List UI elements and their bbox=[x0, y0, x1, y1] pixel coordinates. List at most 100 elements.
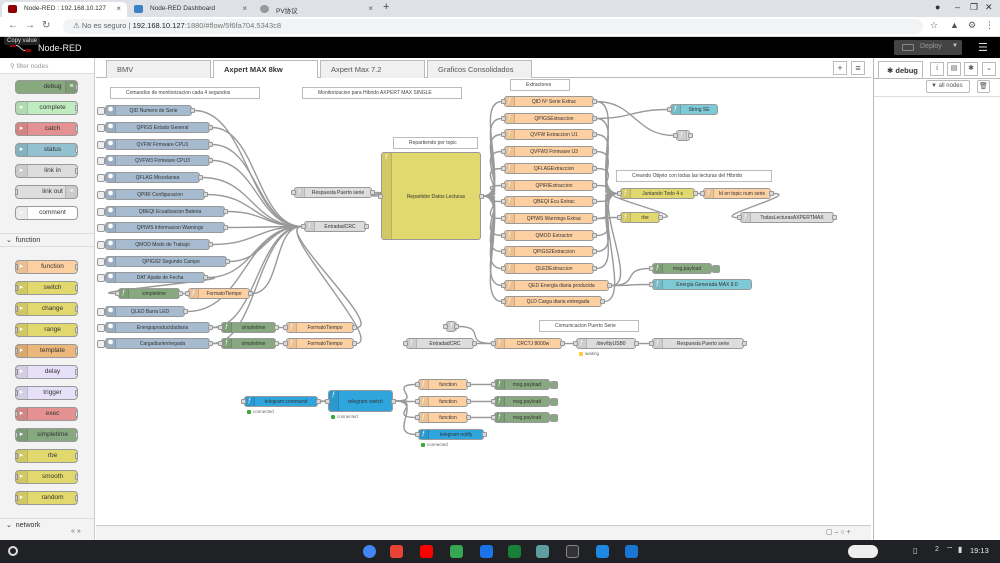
palette-node-catch[interactable]: ▸catch bbox=[15, 122, 78, 136]
wire[interactable] bbox=[482, 195, 503, 303]
palette-node-smooth[interactable]: ▸smooth bbox=[15, 470, 78, 484]
caret-down-icon[interactable]: ▼ bbox=[952, 43, 958, 49]
back-icon[interactable]: ← bbox=[8, 20, 18, 31]
kebab-menu-icon[interactable]: ⋮ bbox=[985, 20, 994, 30]
wire[interactable] bbox=[595, 100, 619, 195]
inject-button[interactable] bbox=[97, 174, 105, 182]
launcher-icon[interactable] bbox=[8, 546, 18, 556]
flow-node-qid-numero-de-serie[interactable]: ⬢QID Numero de Serie bbox=[97, 105, 195, 116]
wire[interactable] bbox=[603, 192, 619, 303]
flow-comment[interactable]: Creando Objeto con todas las lecturas de… bbox=[616, 170, 772, 182]
tab-axpert-max-72[interactable]: Axpert Max 7.2 bbox=[320, 60, 425, 78]
tab-debug[interactable]: ✱ debug bbox=[878, 61, 923, 78]
tab-graficos-consolidados[interactable]: Graficos Consolidados bbox=[427, 60, 532, 78]
wire[interactable] bbox=[296, 225, 362, 329]
inject-button[interactable] bbox=[97, 124, 105, 132]
forward-icon[interactable]: → bbox=[25, 20, 35, 31]
minimize-icon[interactable]: – bbox=[955, 2, 961, 12]
browser-tab-pv[interactable]: PV协议 × bbox=[254, 2, 379, 17]
inject-button[interactable] bbox=[97, 274, 105, 282]
palette-node-debug[interactable]: ≡debug bbox=[15, 80, 78, 94]
flow-node-qpigs-estado-general[interactable]: ⬢QPIGS Estado General bbox=[97, 122, 213, 133]
debug-filter-button[interactable]: ▼ all nodes bbox=[926, 80, 970, 93]
inject-button[interactable] bbox=[97, 241, 105, 249]
extension-icon[interactable]: ⚙ bbox=[968, 20, 977, 30]
star-icon[interactable]: ☆ bbox=[930, 20, 939, 30]
flow-node-qvfw3-firmware-cpu3[interactable]: ⬢QVFW3 Firmware CPU3 bbox=[97, 155, 213, 166]
trash-icon[interactable]: 🗑 bbox=[977, 80, 990, 93]
reload-icon[interactable]: ↻ bbox=[42, 20, 51, 31]
flow-node-qled-barra-led[interactable]: ⬢QLED Barra LED bbox=[97, 306, 188, 317]
palette-filter-input[interactable]: ⚲ filter nodes bbox=[0, 58, 94, 74]
wire[interactable] bbox=[201, 176, 303, 228]
inject-button[interactable] bbox=[97, 258, 105, 266]
tab-axpert-max-8kw[interactable]: Axpert MAX 8kw bbox=[213, 60, 318, 79]
debug-toggle-button[interactable] bbox=[550, 381, 558, 389]
wire[interactable] bbox=[482, 195, 503, 287]
close-icon[interactable]: × bbox=[368, 4, 373, 13]
record-icon[interactable]: ● bbox=[935, 2, 941, 12]
palette-node-exec[interactable]: ▸exec bbox=[15, 407, 78, 421]
wire[interactable] bbox=[595, 184, 619, 195]
wire[interactable] bbox=[482, 100, 503, 197]
flow-comment[interactable]: Comandos de monitorizacion cada 4 segund… bbox=[110, 87, 260, 99]
palette-node-function[interactable]: ▸function bbox=[15, 260, 78, 274]
restore-icon[interactable]: ❐ bbox=[970, 2, 979, 12]
flow-node-qbeqi-ecualizacion-bateria[interactable]: ⬢QBEQI Ecualizacion Bateria bbox=[97, 206, 228, 217]
terminal-icon[interactable] bbox=[566, 545, 579, 558]
wire[interactable] bbox=[251, 225, 303, 295]
palette-node-change[interactable]: ▸change bbox=[15, 302, 78, 316]
palette-node-comment[interactable]: ▸comment bbox=[15, 206, 78, 220]
list-flows-icon[interactable]: ≡ bbox=[851, 61, 865, 75]
flow-node-qpiri-configuracion[interactable]: ⬢QPIRI Configuracion bbox=[97, 189, 208, 200]
flow-node-qflag-miscelanea[interactable]: ⬢QFLAG Miscelanea bbox=[97, 172, 203, 183]
folder-icon[interactable] bbox=[625, 545, 638, 558]
close-icon[interactable]: × bbox=[242, 4, 247, 13]
flow-node-qpiws-informacion-warnings[interactable]: ⬢QPIWS Informacion Warnings bbox=[97, 222, 228, 233]
wire[interactable] bbox=[610, 283, 651, 287]
palette-node-switch[interactable]: ▸switch bbox=[15, 281, 78, 295]
palette-category-function[interactable]: ⌄ function bbox=[0, 233, 94, 247]
add-flow-button[interactable]: + bbox=[833, 61, 847, 75]
palette-node-link-in[interactable]: ▸link in bbox=[15, 164, 78, 178]
browser-tab-nodered[interactable]: Node-RED : 192.168.10.127 × bbox=[2, 2, 127, 17]
palette-node-range[interactable]: ▸range bbox=[15, 323, 78, 337]
wire[interactable] bbox=[211, 159, 303, 228]
wire[interactable] bbox=[595, 108, 669, 120]
zoom-controls[interactable]: ▢ – ○ + bbox=[826, 529, 851, 536]
palette-node-status[interactable]: ▸status bbox=[15, 143, 78, 157]
drive-icon[interactable]: ▲ bbox=[950, 20, 959, 30]
wire[interactable] bbox=[211, 225, 303, 246]
palette-node-template[interactable]: ▸template bbox=[15, 344, 78, 358]
close-icon[interactable]: × bbox=[116, 4, 121, 13]
wire[interactable] bbox=[457, 325, 493, 345]
flow-node-qmod-modo-de-trabajo[interactable]: ⬢QMOD Modo de Trabajo bbox=[97, 239, 213, 250]
flow-comment[interactable]: Repartiendo por topic bbox=[393, 137, 478, 149]
wire[interactable] bbox=[482, 133, 503, 197]
flow-workspace[interactable]: Comandos de monitorizacion cada 4 segund… bbox=[96, 78, 871, 525]
gmail-icon[interactable] bbox=[390, 545, 403, 558]
debug-toggle-button[interactable] bbox=[550, 414, 558, 422]
